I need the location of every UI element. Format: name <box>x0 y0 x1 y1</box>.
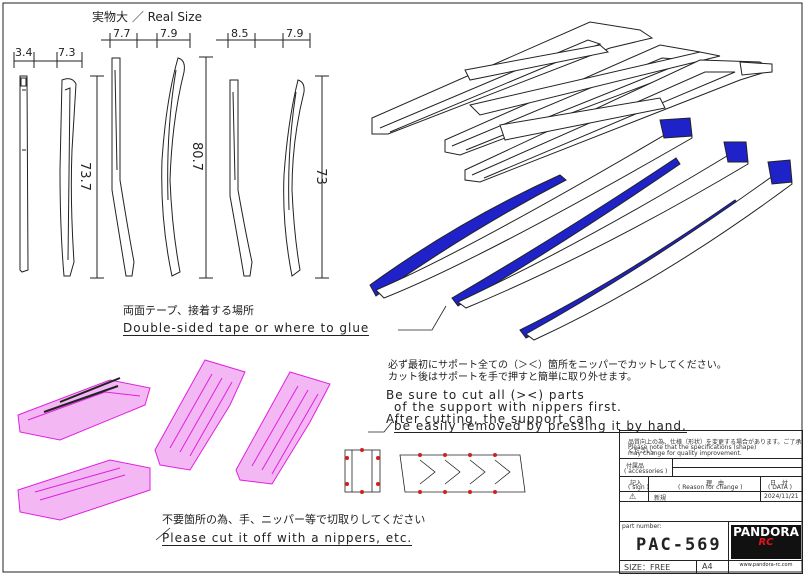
support-leader <box>368 421 393 433</box>
dim-width-3: 7.7 <box>113 27 131 40</box>
tape-blades <box>369 117 793 341</box>
real-size-views <box>13 33 329 279</box>
paper-size: A4 <box>702 562 713 571</box>
dim-width-1: 3.4 <box>15 46 33 59</box>
part-number-label: part number: <box>622 523 662 530</box>
support-note-jp-2: カット後はサポートを手で押すと簡単に取り外せます。 <box>388 372 637 383</box>
brand-url: www.pandora-rc.com <box>739 562 793 568</box>
brand-logo: PANDORA RC www.pandora-rc.com <box>731 525 801 568</box>
support-detail <box>344 449 526 493</box>
support-note-en-3: After cutting, the support can <box>386 412 594 426</box>
part-number: PAC-569 <box>636 535 722 555</box>
support-note-jp-1: 必ず最初にサポート全ての（＞＜）箇所をニッパーでカットしてください。 <box>388 360 727 371</box>
new-label: 新規 <box>654 495 667 502</box>
logo-text: PANDORA <box>733 525 799 539</box>
dim-width-2: 7.3 <box>58 46 76 59</box>
scale-label: 実物大 ／ Real Size <box>92 10 202 24</box>
sign-jp: 記入 <box>630 480 643 487</box>
dim-width-5: 8.5 <box>231 27 249 40</box>
support-note-en-1: Be sure to cut all (><) parts <box>386 388 585 402</box>
cut-leader <box>155 527 171 541</box>
dim-length-3: 73 <box>312 168 328 185</box>
date-en: ( DATA ) <box>768 484 792 491</box>
spec-note-jp: 品質向上の為、仕様（形状）を変更する場合があります。ご了承ください。 <box>628 439 802 455</box>
dim-length-2: 80.7 <box>188 142 204 171</box>
reason-en: ( Reason for change ) <box>678 484 743 491</box>
logo-sub: RC <box>758 537 774 548</box>
date-value: 2024/11/21 <box>764 493 799 500</box>
reason-jp: 理 由 <box>706 480 725 487</box>
support-pieces <box>17 359 331 521</box>
spec-note-en-2: may change for quality improvement. <box>628 450 742 457</box>
size-label: SIZE：FREE <box>624 563 671 572</box>
dim-length-1: 73.7 <box>76 162 92 191</box>
support-cut-marks <box>345 448 497 494</box>
tape-leader <box>398 305 447 331</box>
support-note-en-2: of the support with nippers first. <box>394 400 622 414</box>
title-block: 品質向上の為、仕様（形状）を変更する場合があります。ご了承ください。 Pleas… <box>619 430 803 574</box>
tape-note-jp: 両面テープ、接着する場所 <box>123 304 255 317</box>
iso-arm-assembly <box>371 21 774 183</box>
support-note-en-4: be easily removed by pressing it by hand… <box>394 419 687 433</box>
accessories-en: ( accessories ) <box>624 468 668 475</box>
cut-note-en: Please cut it off with a nippers, etc. <box>162 531 413 546</box>
tape-note-en: Double-sided tape or where to glue <box>123 321 370 336</box>
dim-width-4: 7.9 <box>160 27 178 40</box>
spec-note-en-1: Please note that the specifications (sha… <box>628 444 757 451</box>
date-jp: 日 付 <box>770 480 789 487</box>
cut-note-jp: 不要箇所の為、手、ニッパー等で切取りしてください <box>162 513 426 526</box>
accessories-jp: 付属品 <box>626 463 645 470</box>
dim-width-6: 7.9 <box>286 27 304 40</box>
sign-en: ( sign ) <box>628 484 649 491</box>
warning-icon: ⚠ <box>629 492 637 501</box>
